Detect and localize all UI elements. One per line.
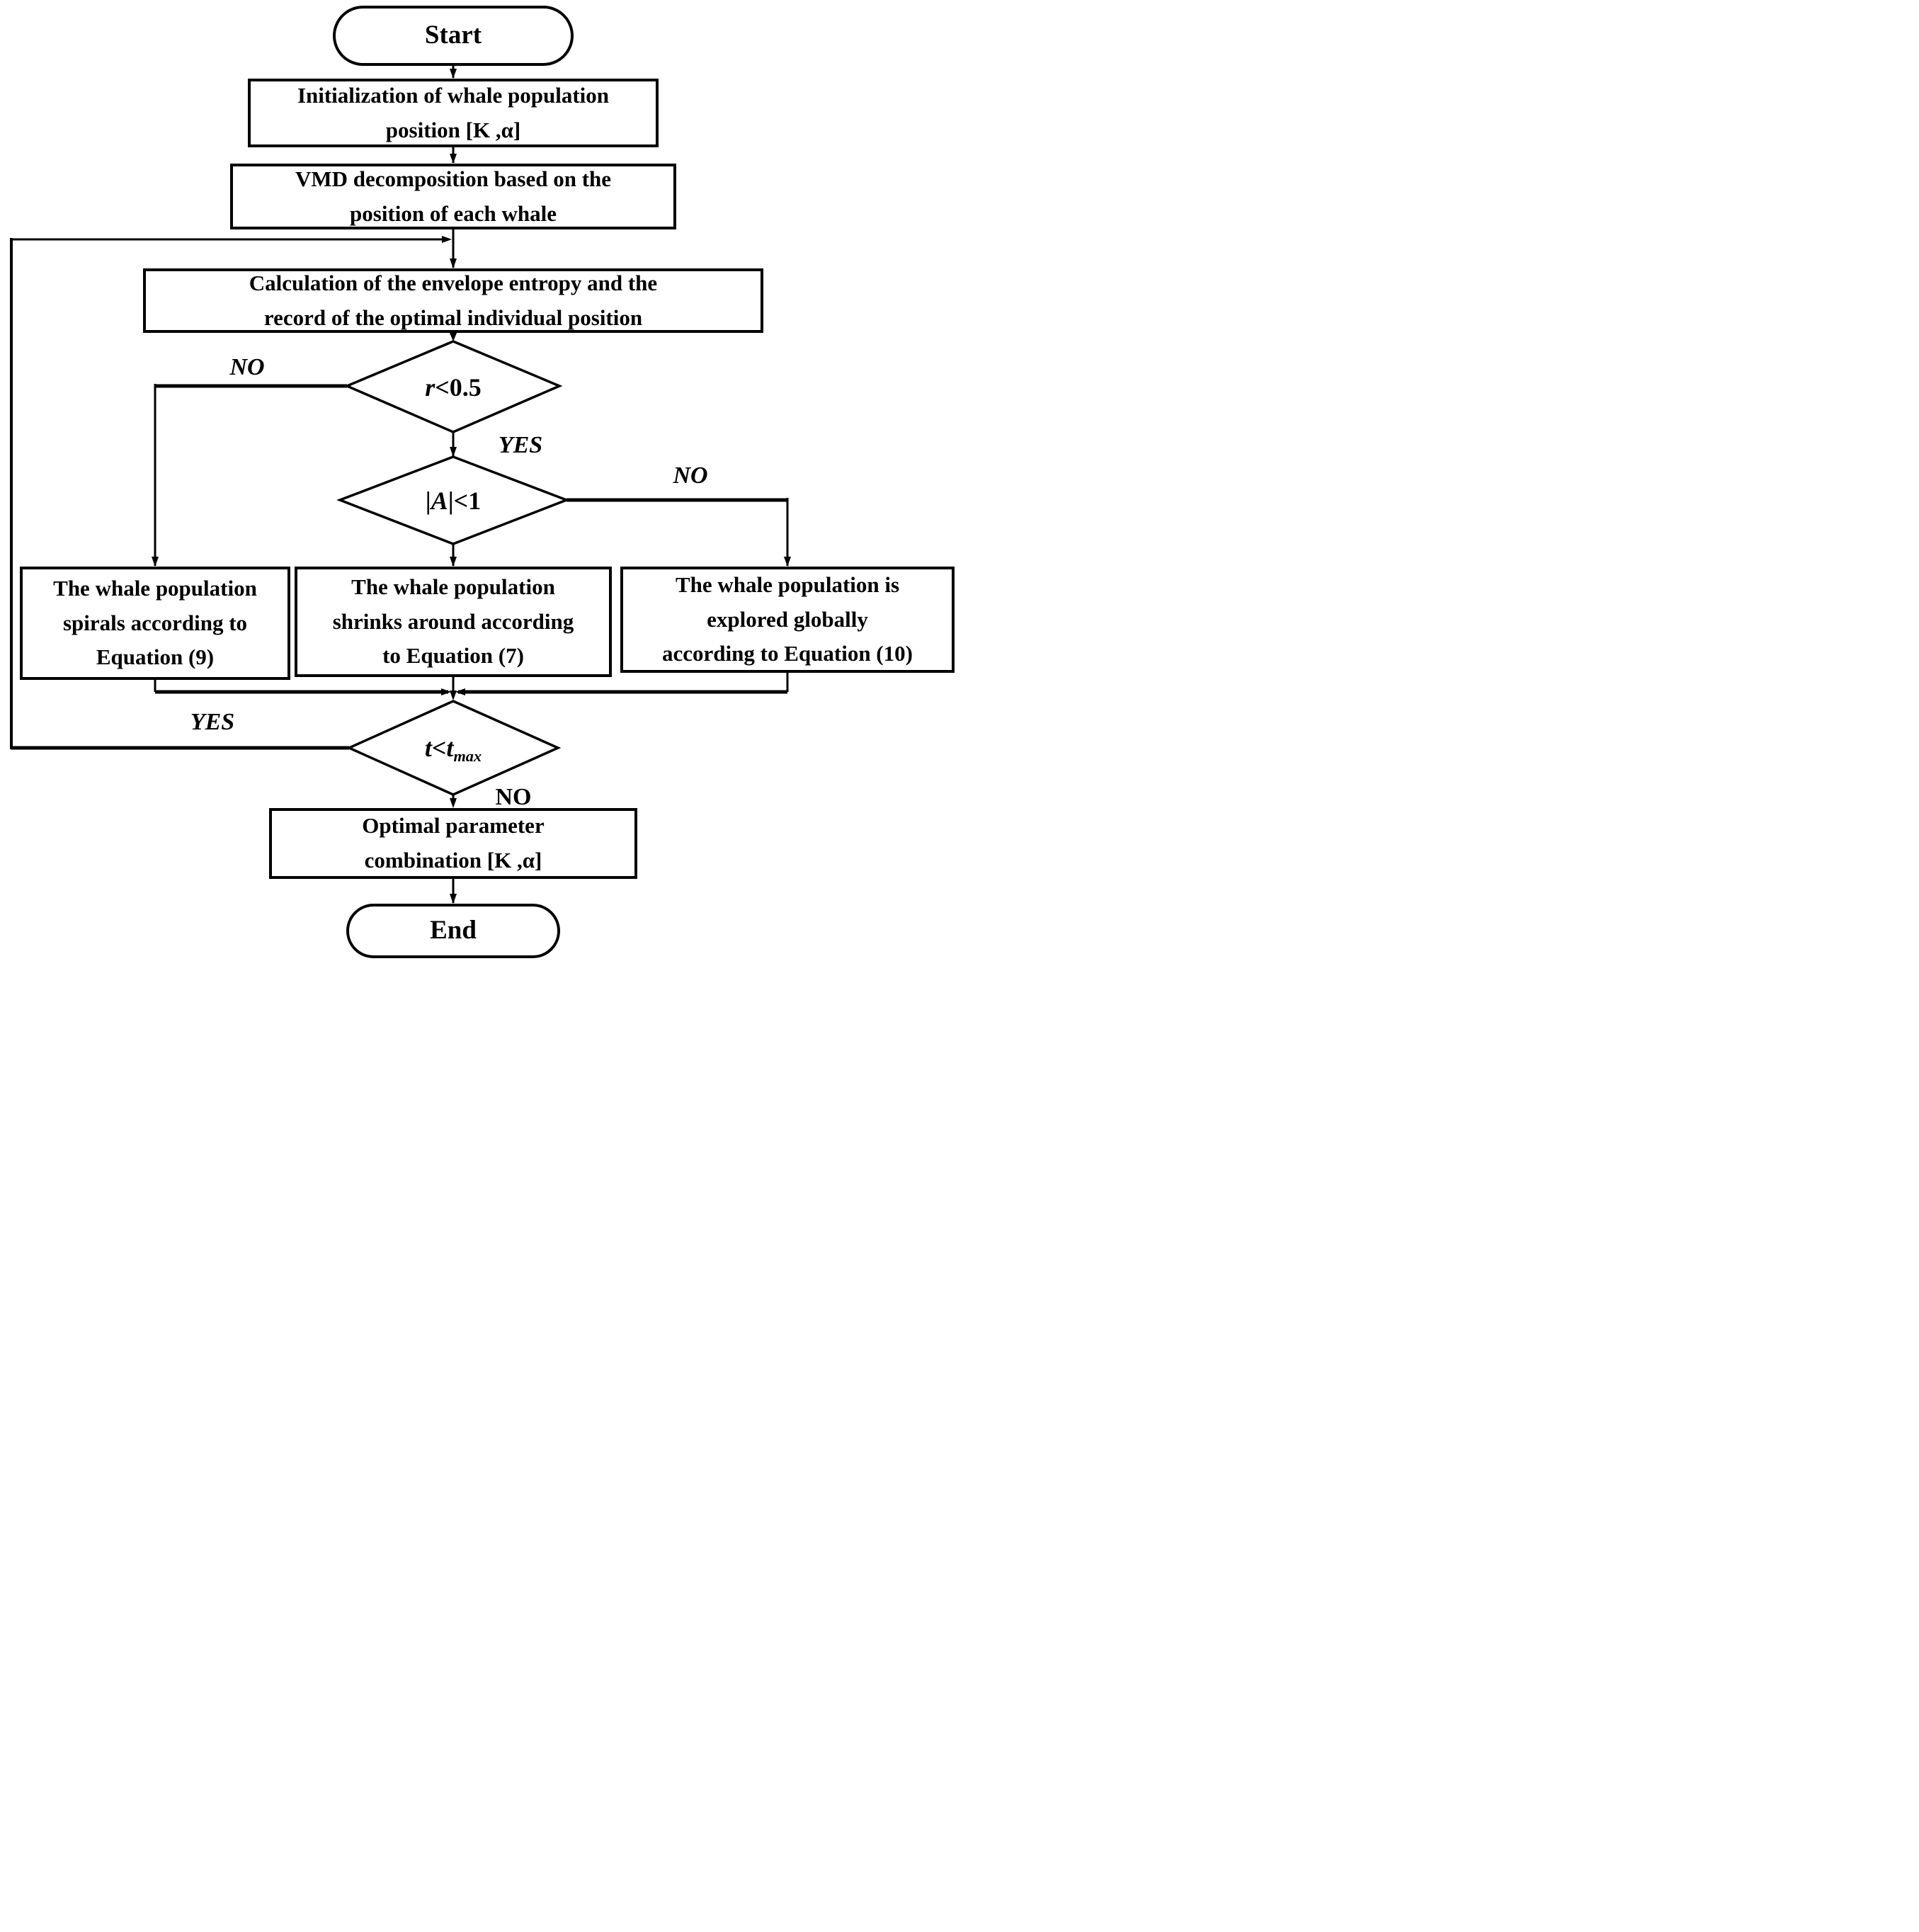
arrowhead-into-calc bbox=[450, 258, 457, 268]
decision-r-label: r<0.5 bbox=[425, 373, 482, 402]
spiral-line1: The whale population bbox=[53, 575, 257, 601]
init-line1: Initialization of whale population bbox=[297, 82, 610, 108]
arrowhead-into-decision-a bbox=[450, 447, 457, 457]
decision-t-variable: t bbox=[424, 734, 432, 762]
end-terminator: End bbox=[346, 904, 560, 958]
calc-process-box: Calculation of the envelope entropy and … bbox=[143, 268, 763, 333]
calc-line2: record of the optimal individual positio… bbox=[263, 305, 643, 330]
arrowhead-into-shrink bbox=[450, 557, 457, 567]
flowchart-canvas: Start Initialization of whale population… bbox=[0, 0, 959, 966]
decision-t-base: t bbox=[446, 734, 454, 762]
decision-a-post: |<1 bbox=[448, 487, 482, 515]
explore-process-box: The whale population is explored globall… bbox=[620, 567, 955, 673]
arrowhead-into-init bbox=[450, 69, 457, 79]
label-t-yes: YES bbox=[190, 709, 235, 735]
decision-t-label: t<tmax bbox=[424, 733, 482, 765]
connector-layer bbox=[10, 66, 791, 904]
decision-r-variable: r bbox=[425, 373, 435, 402]
optimal-line2: combination [K ,α] bbox=[364, 848, 542, 873]
init-process-box: Initialization of whale population posit… bbox=[248, 79, 659, 147]
arrowhead-loop-join bbox=[442, 236, 452, 243]
arrowhead-into-explore bbox=[784, 557, 791, 567]
label-r-yes: YES bbox=[498, 432, 543, 458]
arrowhead-into-spiral bbox=[152, 557, 159, 567]
decision-a-variable: A bbox=[431, 487, 448, 515]
vmd-process-box: VMD decomposition based on the position … bbox=[230, 164, 676, 229]
arrowhead-into-optimal bbox=[450, 798, 457, 808]
decision-a-pre: | bbox=[425, 487, 431, 515]
arrowhead-into-decision-r bbox=[449, 332, 457, 341]
shrink-line1: The whale population bbox=[351, 574, 555, 599]
start-label: Start bbox=[424, 21, 482, 50]
init-line2: position [K ,α] bbox=[385, 117, 521, 142]
optimal-process-box: Optimal parameter combination [K ,α] bbox=[269, 808, 637, 879]
arrowhead-into-decision-t bbox=[450, 691, 457, 700]
start-terminator: Start bbox=[333, 6, 574, 66]
spiral-line3: Equation (9) bbox=[96, 644, 215, 670]
label-t-no: NO bbox=[495, 784, 532, 810]
shrink-line3: to Equation (7) bbox=[382, 643, 524, 669]
arrowhead-merge-left bbox=[441, 688, 451, 695]
arrowhead-into-end bbox=[450, 894, 457, 904]
arrowhead-merge-right bbox=[455, 688, 465, 695]
arrowhead-into-vmd bbox=[450, 154, 457, 164]
decision-a-diamond bbox=[336, 455, 570, 545]
optimal-line1: Optimal parameter bbox=[362, 813, 545, 839]
shrink-process-box: The whale population shrinks around acco… bbox=[295, 567, 612, 677]
decision-t-diamond bbox=[346, 700, 562, 796]
vmd-line1: VMD decomposition based on the bbox=[295, 166, 612, 191]
explore-line2: explored globally bbox=[707, 606, 868, 632]
decision-t-lt: < bbox=[431, 734, 447, 762]
shrink-line2: shrinks around according bbox=[332, 608, 574, 634]
explore-line3: according to Equation (10) bbox=[662, 641, 913, 666]
explore-line1: The whale population is bbox=[675, 572, 900, 597]
decision-r-diamond bbox=[343, 340, 563, 433]
end-label: End bbox=[430, 916, 477, 945]
decision-r-condition: <0.5 bbox=[435, 373, 482, 402]
decision-t-subscript: max bbox=[453, 746, 482, 765]
spiral-line2: spirals according to bbox=[62, 610, 248, 635]
label-a-no: NO bbox=[673, 462, 708, 489]
vmd-line2: position of each whale bbox=[350, 200, 557, 226]
spiral-process-box: The whale population spirals according t… bbox=[20, 567, 290, 680]
label-r-no: NO bbox=[229, 354, 265, 380]
calc-line1: Calculation of the envelope entropy and … bbox=[249, 270, 658, 295]
decision-a-label: |A|<1 bbox=[426, 486, 481, 516]
